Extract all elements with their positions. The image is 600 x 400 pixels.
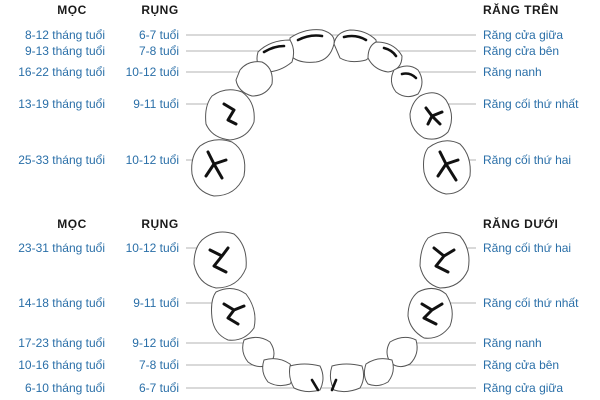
upper-row-2-tooth: Răng cửa bên [483,44,559,58]
upper-header-eruption: MỌC [57,3,87,17]
lower-row-4-shedding: 7-8 tuổi [139,358,179,372]
lower-left-lateral-incisor [363,358,394,387]
upper-row-4-eruption: 13-19 tháng tuổi [18,97,105,111]
upper-left-lateral-incisor [367,41,403,73]
upper-row-4-shedding: 9-11 tuổi [133,97,179,111]
upper-row-3-shedding: 10-12 tuổi [126,65,179,79]
lower-right-first-molar [211,288,256,341]
lower-left-central-incisor [329,363,365,393]
lower-row-1-eruption: 23-31 tháng tuổi [18,241,105,255]
lower-row-1-shedding: 10-12 tuổi [126,241,179,255]
lower-row-5-tooth: Răng cửa giữa [483,381,563,395]
lower-left-second-molar [419,232,470,289]
lower-row-2-eruption: 14-18 tháng tuổi [18,296,105,310]
upper-row-4-tooth: Răng cối thứ nhất [483,97,579,111]
lower-row-4-tooth: Răng cửa bên [483,358,559,372]
upper-teeth [191,29,471,197]
upper-row-5-eruption: 25-33 tháng tuổi [18,153,105,167]
upper-row-2-shedding: 7-8 tuổi [139,44,179,58]
upper-row-2-eruption: 9-13 tháng tuổi [25,44,105,58]
upper-row-1-tooth: Răng cửa giữa [483,28,563,42]
upper-row-1-shedding: 6-7 tuổi [139,28,179,42]
upper-header-jaw: RĂNG TRÊN [483,2,559,17]
lower-labels: 23-31 tháng tuổi 10-12 tuổi Răng cối thứ… [18,241,579,395]
lower-row-2-tooth: Răng cối thứ nhất [483,296,579,310]
upper-row-1-eruption: 8-12 tháng tuổi [25,28,105,42]
upper-row-3-tooth: Răng nanh [483,65,542,79]
lower-header-eruption: MỌC [57,217,87,231]
lower-row-4-eruption: 10-16 tháng tuổi [18,358,105,372]
lower-row-5-eruption: 6-10 tháng tuổi [25,381,105,395]
upper-row-5-shedding: 10-12 tuổi [126,153,179,167]
lower-header-jaw: RĂNG DƯỚI [483,216,558,231]
lower-row-3-tooth: Răng nanh [483,336,542,350]
upper-row-3-eruption: 16-22 tháng tuổi [18,65,105,79]
lower-teeth [193,231,470,393]
lower-row-3-shedding: 9-12 tuổi [132,336,179,350]
upper-row-5-tooth: Răng cối thứ hai [483,153,571,167]
lower-row-1-tooth: Răng cối thứ hai [483,241,571,255]
upper-labels: 8-12 tháng tuổi 6-7 tuổi Răng cửa giữa 9… [18,28,579,167]
upper-right-canine [235,61,273,97]
lower-header-shedding: RỤNG [141,217,178,231]
lower-row-5-shedding: 6-7 tuổi [139,381,179,395]
lower-row-3-eruption: 17-23 tháng tuổi [18,336,105,350]
upper-left-canine [390,65,423,98]
upper-header-shedding: RỤNG [141,3,178,17]
lower-row-2-shedding: 9-11 tuổi [133,296,179,310]
upper-right-second-molar [191,139,246,197]
lower-right-lateral-incisor [262,358,294,387]
lower-left-canine [386,336,418,368]
